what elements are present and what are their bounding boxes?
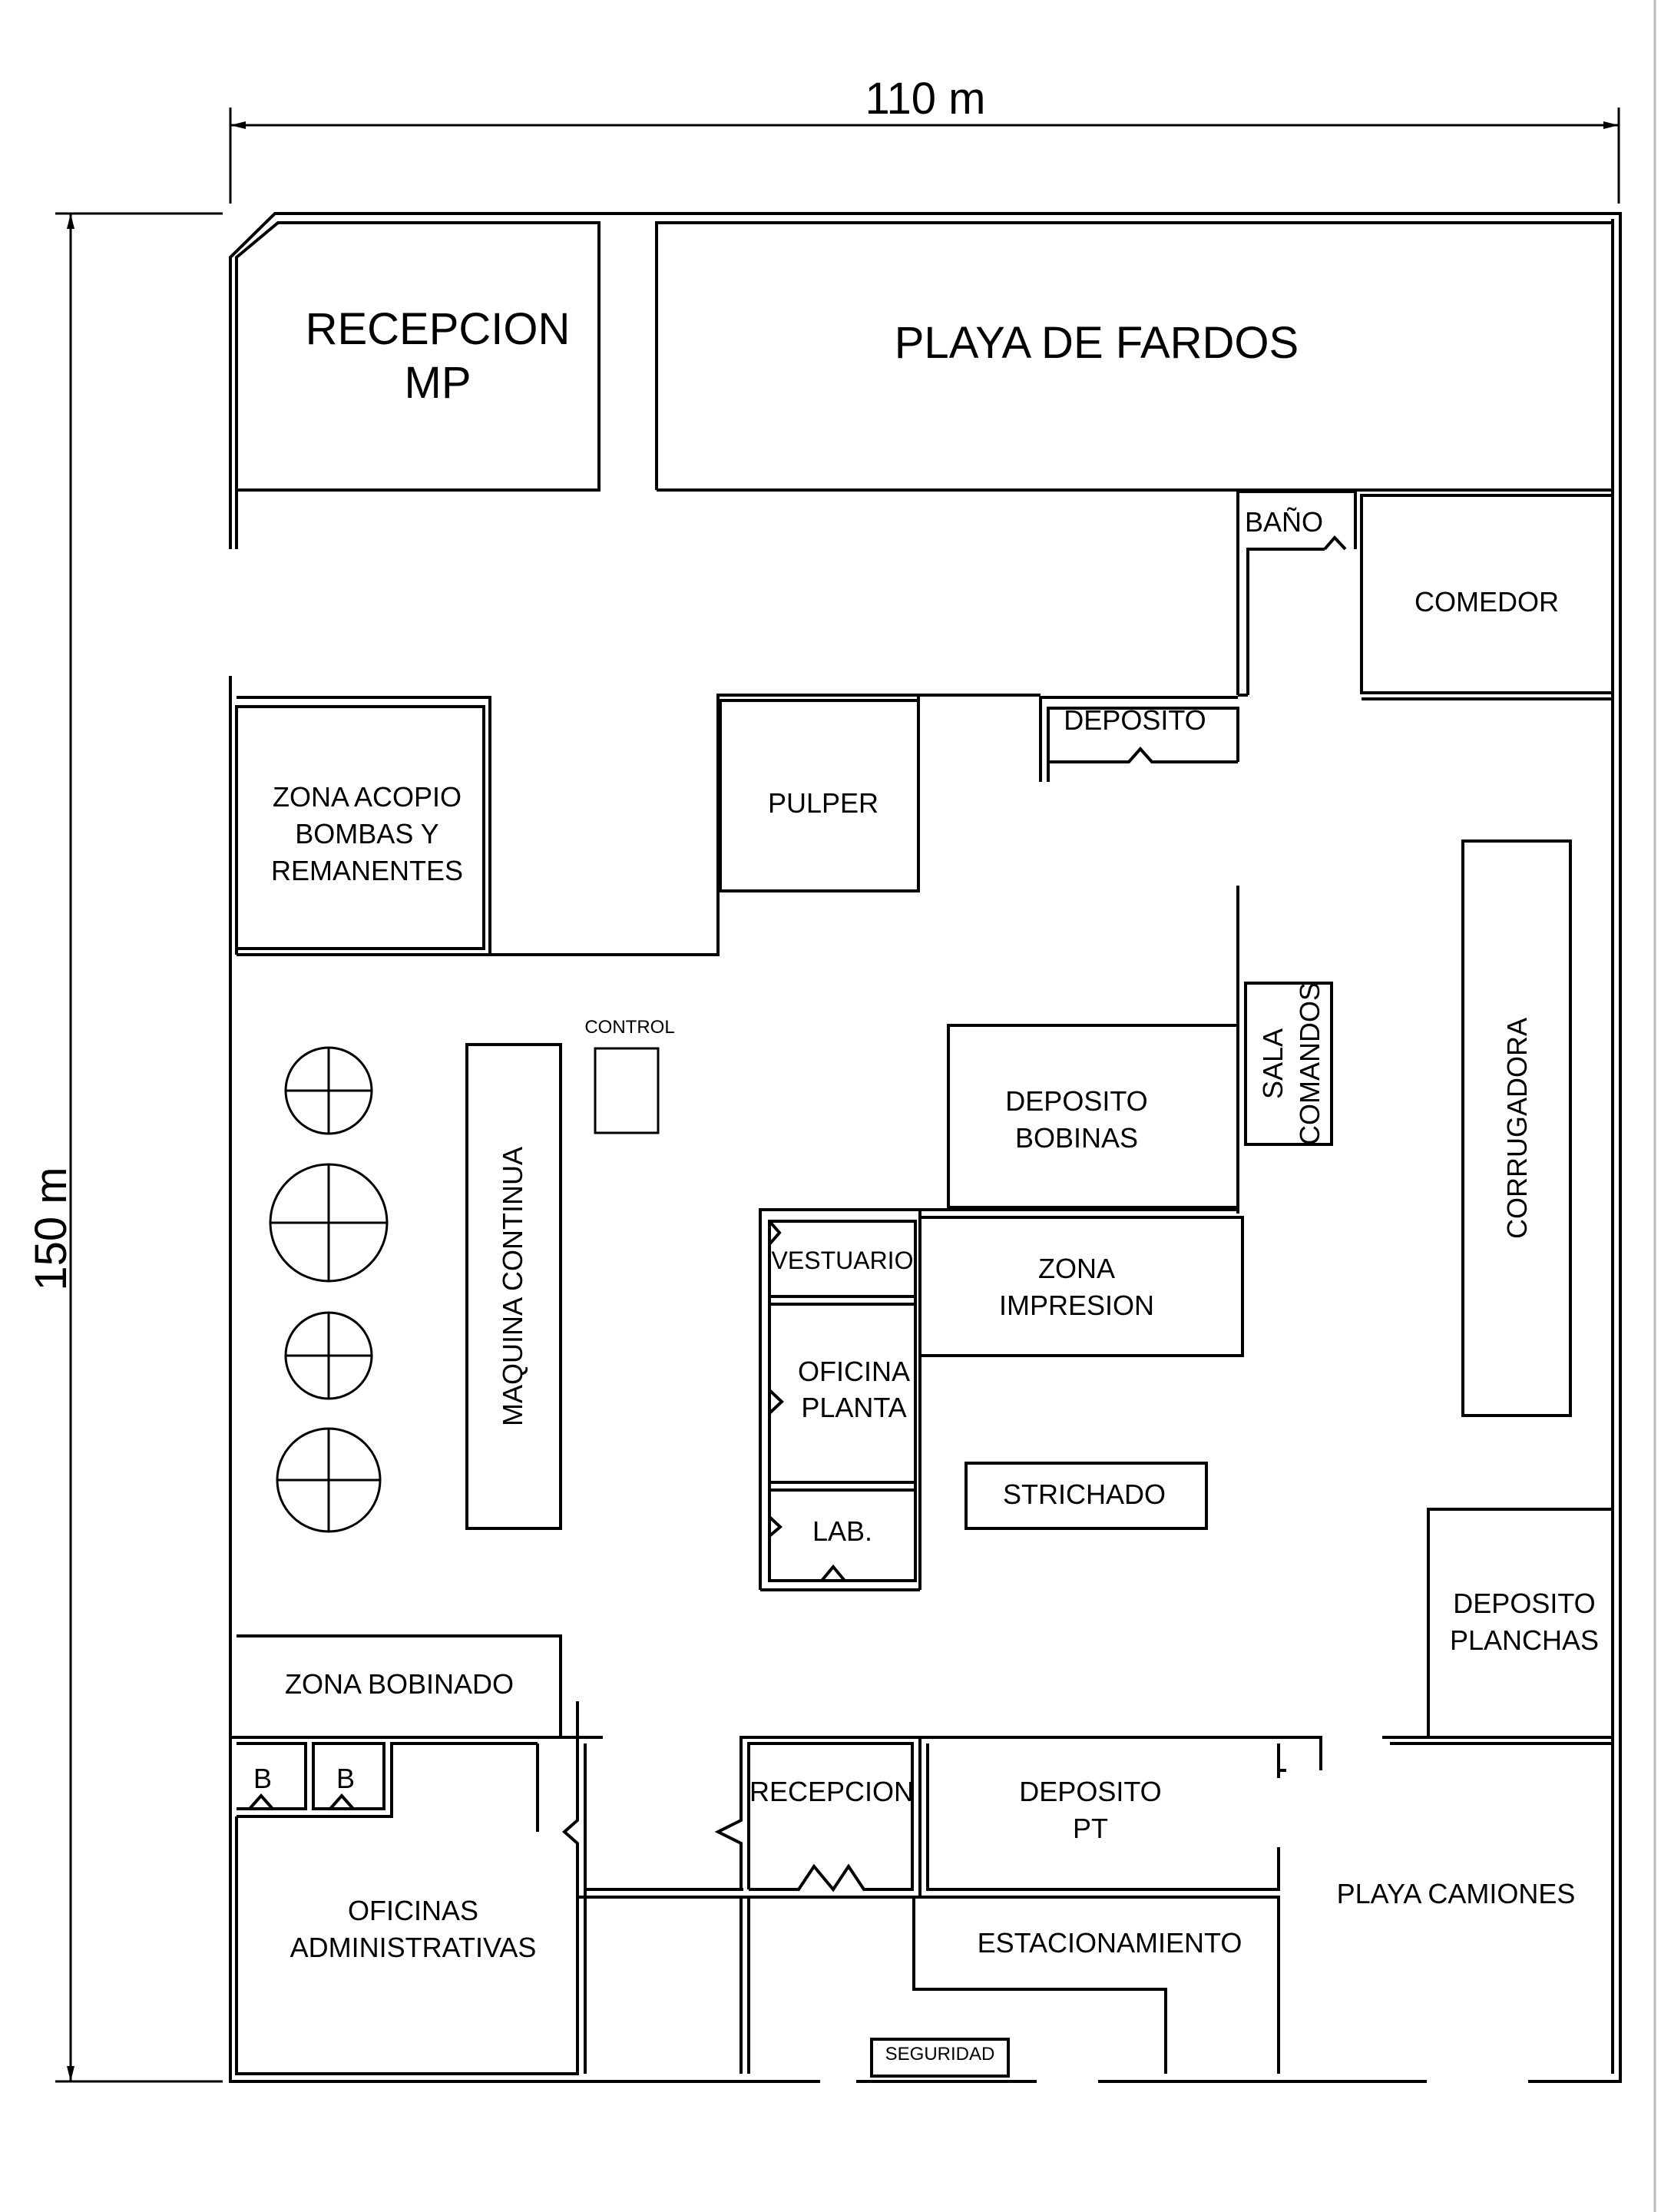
deposito-planchas-label-1: DEPOSITO — [1453, 1588, 1595, 1619]
zona-acopio-label-3: REMANENTES — [271, 855, 463, 886]
tank-icon — [269, 1163, 389, 1283]
oficina-planta-label-1: OFICINA — [798, 1356, 910, 1387]
room-bano-b2: B — [312, 1742, 385, 1810]
zona-acopio-label-1: ZONA ACOPIO — [273, 781, 462, 813]
control-label: CONTROL — [584, 1017, 674, 1038]
room-sala-comandos: SALA COMANDOS — [1236, 886, 1333, 1214]
deposito-bobinas-label-2: BOBINAS — [1015, 1122, 1138, 1154]
bano-b1-label: B — [253, 1763, 272, 1794]
playa-fardos-label: PLAYA DE FARDOS — [895, 318, 1299, 368]
room-vestuario: VESTUARIO — [768, 1220, 917, 1298]
seguridad-label: SEGURIDAD — [885, 2044, 995, 2065]
pulper-label: PULPER — [768, 787, 878, 819]
comedor-label: COMEDOR — [1414, 586, 1559, 618]
recepcion-label: RECEPCION — [749, 1776, 914, 1807]
maquina-continua-label: MAQUINA CONTINUA — [497, 1147, 528, 1426]
oficinas-admin-label-2: ADMINISTRATIVAS — [290, 1932, 537, 1963]
machine-strichado: STRICHADO — [965, 1462, 1208, 1530]
room-recepcion-mp: RECEPCION MP — [235, 221, 601, 549]
tanks — [269, 1046, 389, 1533]
zona-acopio-label-2: BOMBAS Y — [295, 818, 438, 849]
machine-corrugadora: CORRUGADORA — [1461, 839, 1572, 1417]
room-playa-fardos: PLAYA DE FARDOS — [655, 221, 1614, 492]
estacionamiento-label: ESTACIONAMIENTO — [978, 1927, 1242, 1959]
height-dimension: 150 m — [26, 212, 223, 2083]
room-comedor: COMEDOR — [1360, 494, 1614, 700]
room-lab: LAB. — [768, 1488, 917, 1582]
sala-comandos-label-1: SALA — [1257, 1028, 1289, 1099]
lab-label: LAB. — [812, 1515, 872, 1547]
tank-icon — [276, 1427, 382, 1533]
area-playa-camiones: PLAYA CAMIONES — [1337, 1742, 1614, 2074]
room-oficinas-administrativas: OFICINAS ADMINISTRATIVAS — [235, 1701, 579, 2075]
room-zona-bobinado: ZONA BOBINADO — [230, 1634, 603, 1739]
machine-maquina-continua: MAQUINA CONTINUA — [465, 1043, 562, 1530]
room-zona-impresion: ZONA IMPRESION — [920, 1216, 1244, 1357]
zona-impresion-label-1: ZONA — [1038, 1253, 1115, 1284]
room-deposito-planchas: DEPOSITO PLANCHAS — [1382, 1508, 1613, 1739]
control-station: CONTROL — [584, 1017, 675, 1134]
strichado-label: STRICHADO — [1003, 1479, 1166, 1510]
area-estacionamiento: ESTACIONAMIENTO — [978, 1927, 1242, 1959]
room-pulper: PULPER — [719, 695, 920, 892]
width-label: 110 m — [865, 74, 986, 124]
oficina-planta-label-2: PLANTA — [801, 1392, 906, 1423]
bano-b2-label: B — [336, 1763, 355, 1794]
tank-icon — [284, 1311, 373, 1400]
deposito-pt-label-2: PT — [1073, 1813, 1108, 1844]
zona-impresion-label-2: IMPRESION — [999, 1290, 1154, 1321]
deposito-bobinas-label-1: DEPOSITO — [1005, 1085, 1147, 1117]
zona-bobinado-label: ZONA BOBINADO — [285, 1668, 514, 1700]
deposito-planchas-label-2: PLANCHAS — [1450, 1624, 1599, 1656]
room-bano-b1: B — [237, 1742, 307, 1810]
width-dimension: 110 m — [229, 74, 1620, 204]
room-deposito-top: DEPOSITO — [1039, 694, 1248, 782]
outer-walls — [229, 212, 1622, 2083]
room-bano: BAÑO — [1236, 490, 1357, 695]
tank-icon — [284, 1046, 373, 1135]
room-deposito-pt: DEPOSITO PT — [920, 1736, 1322, 1891]
room-zona-acopio: ZONA ACOPIO BOMBAS Y REMANENTES — [235, 696, 491, 955]
playa-camiones-label: PLAYA CAMIONES — [1337, 1878, 1576, 1909]
deposito-top-label: DEPOSITO — [1064, 704, 1206, 736]
recepcion-mp-label-2: MP — [405, 358, 471, 408]
corrugadora-label: CORRUGADORA — [1501, 1018, 1533, 1239]
deposito-pt-label-1: DEPOSITO — [1019, 1776, 1161, 1807]
room-deposito-bobinas: DEPOSITO BOBINAS — [947, 1024, 1239, 1209]
recepcion-mp-label-1: RECEPCION — [306, 304, 571, 354]
bano-label: BAÑO — [1245, 506, 1323, 538]
room-recepcion: RECEPCION — [714, 1736, 921, 1899]
vestuario-label: VESTUARIO — [772, 1247, 914, 1274]
oficinas-admin-label-1: OFICINAS — [348, 1895, 478, 1926]
booth-seguridad: SEGURIDAD — [870, 2038, 1010, 2078]
sala-comandos-label-2: COMANDOS — [1294, 982, 1325, 1145]
room-oficina-planta: OFICINA PLANTA — [768, 1303, 917, 1484]
height-label: 150 m — [26, 1167, 76, 1290]
